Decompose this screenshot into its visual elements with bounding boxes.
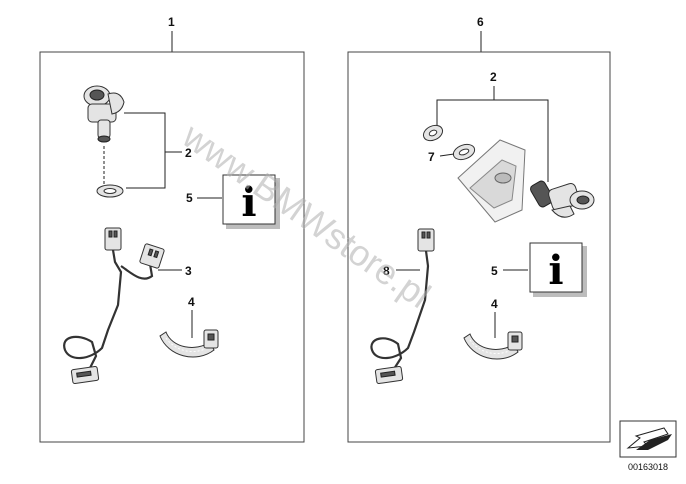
label-left-3: 3 [185, 264, 192, 278]
fairing-panel [457, 139, 526, 223]
cable-harness-left [63, 227, 165, 384]
info-icon: i [222, 174, 280, 229]
kit-left-panel [39, 51, 305, 443]
diagram-code: 00163018 [628, 462, 668, 472]
cable-harness-right [370, 228, 435, 384]
washer-right-b [452, 143, 476, 161]
socket-part-right [530, 180, 595, 218]
direction-arrow-icon [619, 420, 677, 458]
label-right-4: 4 [491, 297, 498, 311]
washer-right-a [422, 124, 444, 142]
cable-tie-left [159, 329, 219, 358]
socket-part-left [83, 85, 125, 143]
label-left-4: 4 [188, 295, 195, 309]
label-left-5: 5 [186, 191, 193, 205]
label-left-2: 2 [185, 146, 192, 160]
kit-right-number: 6 [477, 15, 484, 29]
label-right-2: 2 [490, 70, 497, 84]
svg-text:i: i [548, 247, 563, 294]
label-right-5: 5 [491, 264, 498, 278]
label-right-7: 7 [428, 150, 435, 164]
svg-text:i: i [241, 179, 256, 226]
cable-tie-right [463, 331, 523, 360]
kit-left: 1 2 5 i [39, 15, 305, 443]
kit-left-number: 1 [168, 15, 175, 29]
kit-right: 6 2 7 5 [347, 15, 611, 443]
info-icon: i [529, 242, 587, 297]
label-right-8: 8 [383, 264, 390, 278]
washer-left [96, 184, 124, 198]
